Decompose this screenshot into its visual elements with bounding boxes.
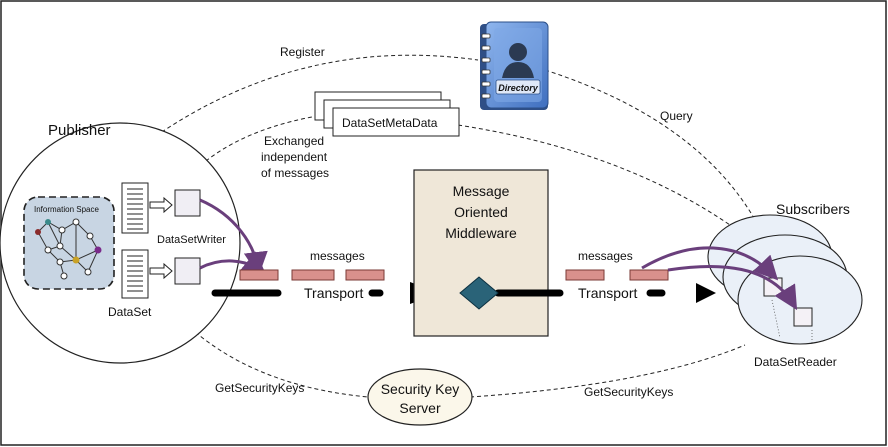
getsecuritykeys-pub-curve xyxy=(169,307,369,398)
datasetwriter-box-bottom xyxy=(174,257,201,285)
getsecuritykeys-sub-curve xyxy=(469,344,746,398)
subscriber-ellipse-front xyxy=(737,255,863,345)
writer-flow-arrow-bottom xyxy=(199,251,267,276)
transport-left-label: Transport xyxy=(304,285,364,301)
datasetreader-label: DataSetReader xyxy=(754,355,837,369)
dataset-label: DataSet xyxy=(108,305,152,319)
transport-right-label: Transport xyxy=(578,285,638,301)
reader-dotted-line-a xyxy=(771,299,781,339)
information-graph-nodes xyxy=(35,218,102,280)
person-silhouette-icon xyxy=(502,43,534,78)
exchanged-label-line3: of messages xyxy=(261,166,329,180)
dataset-document-top xyxy=(121,182,149,234)
security-server-label-line2: Server xyxy=(399,400,441,416)
subscribers-label: Subscribers xyxy=(776,201,850,217)
messages-left-label: messages xyxy=(310,249,365,263)
reader-flow-arrow-b xyxy=(667,264,798,311)
transport-arrowhead-right xyxy=(696,283,716,303)
directory-label: Directory xyxy=(498,83,539,93)
datasetmetadata-stack xyxy=(314,91,460,137)
mom-label-line3: Middleware xyxy=(445,225,517,241)
directory-book-icon: Directory xyxy=(480,21,549,110)
message-blocks-left xyxy=(239,269,385,281)
mom-label-line1: Message xyxy=(453,183,510,199)
dataset-document-bottom xyxy=(121,249,149,299)
query-label: Query xyxy=(660,109,693,123)
message-oriented-middleware-box xyxy=(413,169,549,337)
mom-diamond-icon xyxy=(459,276,499,310)
publisher-circle xyxy=(0,122,241,364)
datasetmetadata-label: DataSetMetaData xyxy=(342,116,438,130)
getsecuritykeys-left-label: GetSecurityKeys xyxy=(215,381,304,395)
message-blocks-right xyxy=(565,269,669,281)
exchanged-label-line1: Exchanged xyxy=(264,134,324,148)
dataset-to-writer-arrows xyxy=(149,196,173,280)
security-server-label-line1: Security Key xyxy=(381,381,460,397)
getsecuritykeys-right-label: GetSecurityKeys xyxy=(584,385,673,399)
datasetreader-box-b xyxy=(793,307,813,327)
information-space-label: Information Space xyxy=(34,205,99,214)
reader-flow-arrow-a xyxy=(641,246,779,281)
mom-label-line2: Oriented xyxy=(454,204,508,220)
query-curve xyxy=(544,69,759,226)
datasetwriter-label: DataSetWriter xyxy=(157,234,226,246)
messages-right-label: messages xyxy=(578,249,633,263)
datasetwriter-box-top xyxy=(174,189,201,217)
register-label: Register xyxy=(280,45,325,59)
publisher-label: Publisher xyxy=(48,122,111,139)
exchanged-label-line2: independent xyxy=(261,150,328,164)
security-key-server-ellipse xyxy=(367,368,473,426)
